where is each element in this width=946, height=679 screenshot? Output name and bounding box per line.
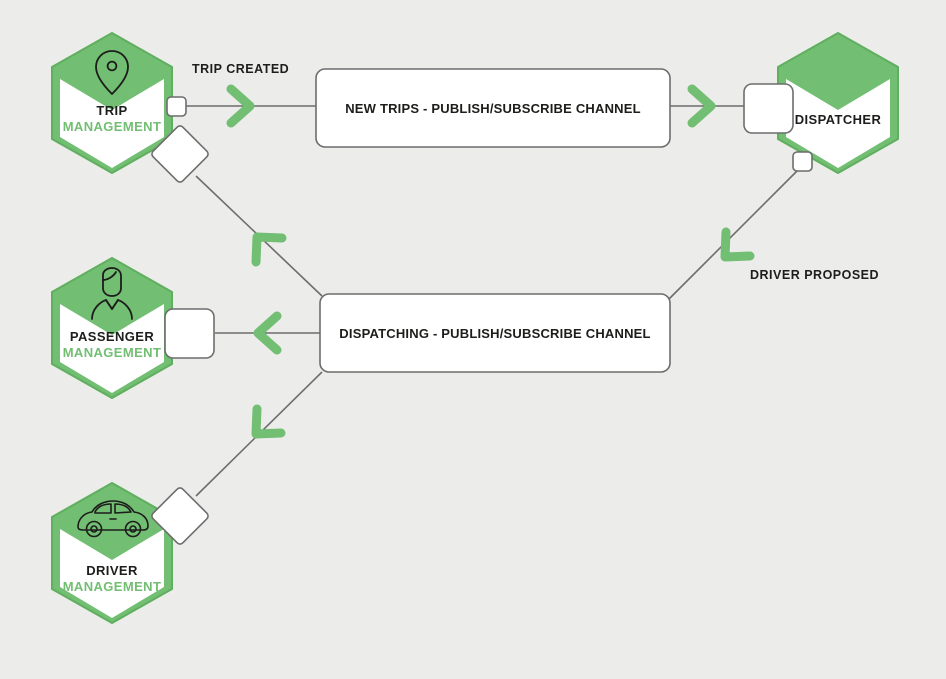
node-dispatcher[interactable] xyxy=(777,32,899,174)
hexagon-inner-trip xyxy=(60,79,164,168)
channel-new-trips[interactable] xyxy=(315,68,671,148)
node-passenger-management[interactable] xyxy=(51,257,173,399)
hexagon-inner-dispatcher xyxy=(786,79,890,168)
channel-box-dispatching xyxy=(319,293,671,373)
port-passenger-subscribe[interactable] xyxy=(164,308,215,359)
arrowhead-dispatching-trip xyxy=(251,232,287,267)
hexagon-inner-driver xyxy=(60,529,164,618)
hexagon-inner-passenger xyxy=(60,304,164,393)
port-dispatcher-subscribe[interactable] xyxy=(743,83,794,134)
port-dispatcher-publish[interactable] xyxy=(792,151,813,172)
arrowhead-trip-created xyxy=(226,84,255,128)
port-trip-subscribe[interactable] xyxy=(150,124,209,183)
node-driver-management[interactable] xyxy=(51,482,173,624)
ports xyxy=(150,83,813,545)
channel-dispatching[interactable] xyxy=(319,293,671,373)
map-pin-icon xyxy=(95,50,129,95)
channel-box-new-trips xyxy=(315,68,671,148)
line-dispatcher-to-dispatching xyxy=(667,165,803,301)
arrowhead-dispatching-driver xyxy=(251,404,286,439)
person-icon xyxy=(91,267,133,320)
node-trip-management[interactable] xyxy=(51,32,173,174)
arrowhead-driver-proposed xyxy=(720,227,755,262)
port-driver-subscribe[interactable] xyxy=(150,486,209,545)
arrowhead-dispatching-passenger xyxy=(253,311,282,355)
arrowheads xyxy=(226,84,755,439)
car-icon xyxy=(77,500,149,538)
port-trip-publish[interactable] xyxy=(166,96,187,117)
arrowhead-newtrips-dispatcher xyxy=(687,84,716,128)
